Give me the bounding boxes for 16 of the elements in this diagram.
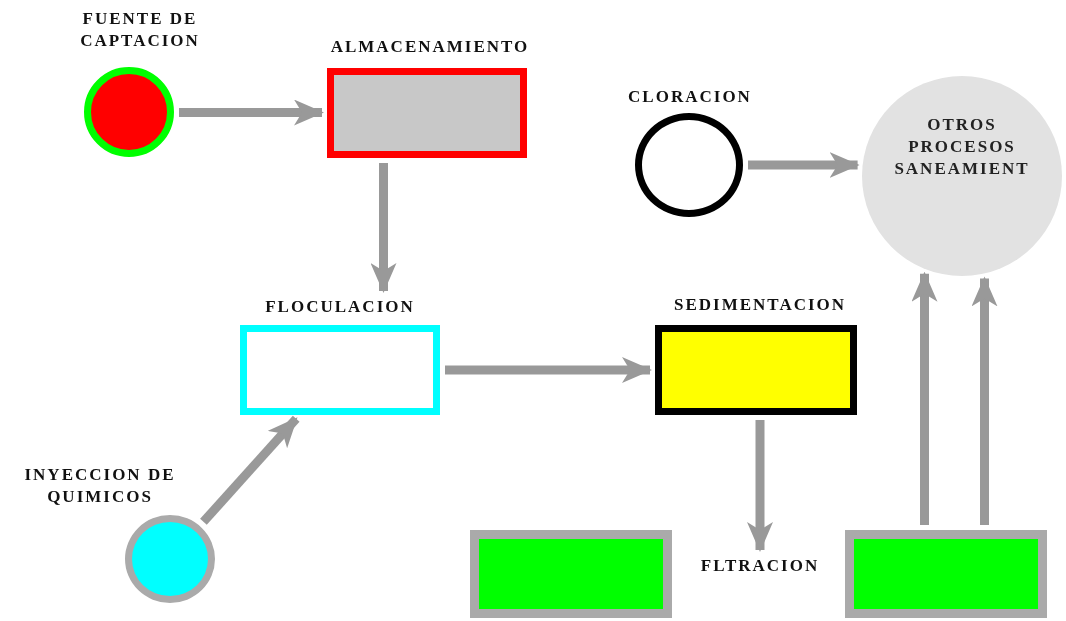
- arrow: [747, 420, 773, 552]
- node-label: SEDIMENTACION: [672, 294, 848, 316]
- node-label: ALMACENAMIENTO: [329, 36, 531, 58]
- arrow: [200, 415, 300, 525]
- arrow: [911, 271, 938, 525]
- node-label: FLTRACION: [680, 555, 840, 577]
- node-label: FLOCULACION: [264, 296, 416, 318]
- node-label: INYECCION DE QUIMICOS: [23, 464, 177, 508]
- node-label: CLORACION: [627, 86, 753, 108]
- node-label: OTROS PROCESOS SANEAMIENT: [893, 114, 1031, 180]
- arrow: [748, 152, 860, 178]
- node-label: FUENTE DE CAPTACION: [79, 8, 201, 52]
- arrow: [971, 276, 998, 525]
- arrow: [445, 357, 652, 383]
- arrow: [179, 99, 324, 126]
- arrow: [370, 163, 397, 293]
